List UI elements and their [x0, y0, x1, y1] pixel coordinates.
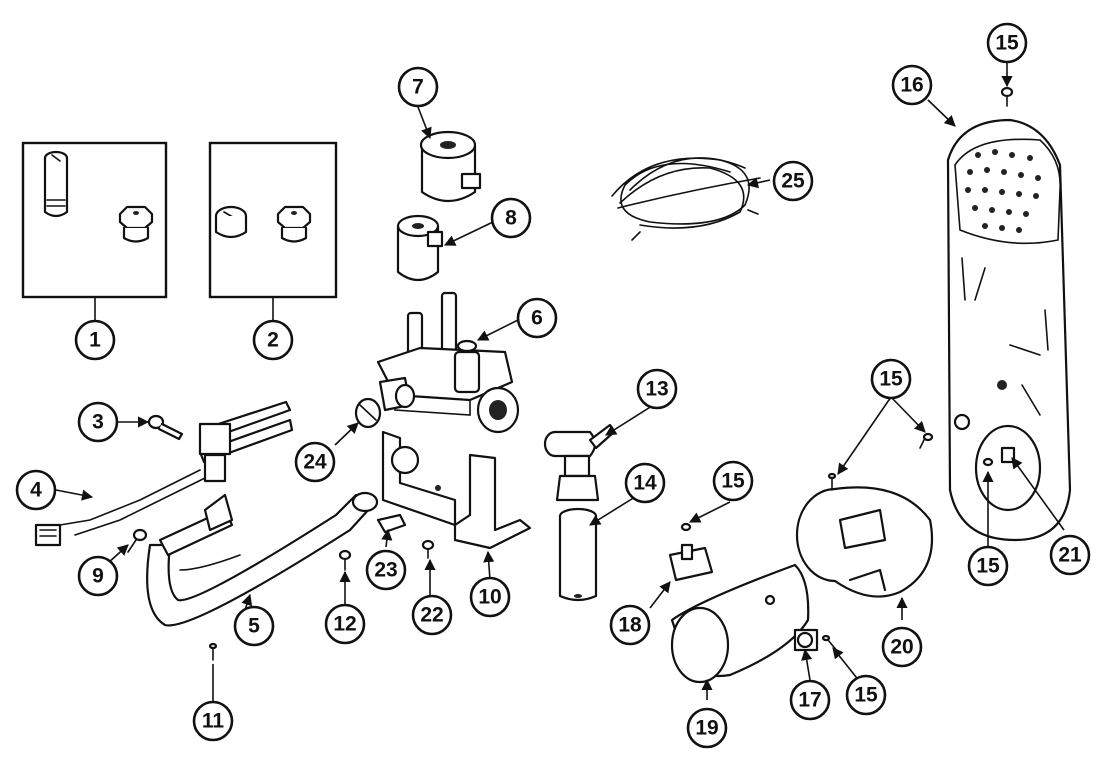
thermal-fuse — [793, 628, 819, 652]
elbow-fitting — [543, 423, 616, 502]
screw-15-top — [1000, 86, 1014, 107]
callout-17-label: 17 — [798, 689, 821, 712]
screw-15-sensor — [680, 522, 692, 532]
callout-1-label: 1 — [89, 329, 101, 352]
callout-10-label: 10 — [478, 586, 501, 609]
combustion-chamber — [670, 563, 810, 684]
callout-25: 25 — [772, 160, 814, 202]
callout-8-label: 8 — [505, 207, 517, 230]
valve-bracket — [381, 430, 532, 550]
callout-15-cone: 15 — [870, 358, 912, 400]
burner-screw — [208, 642, 218, 661]
gas-pipe — [558, 507, 598, 602]
housing-cover-plate — [946, 118, 1072, 542]
callout-13-label: 13 — [645, 378, 668, 401]
orifice-tall-icon — [43, 150, 69, 218]
callout-6: 6 — [516, 297, 558, 339]
callout-18: 18 — [609, 604, 651, 646]
callout-15-fuse: 15 — [845, 674, 887, 716]
retaining-clip — [376, 513, 407, 534]
screw-15-cone — [827, 472, 837, 491]
callout-5: 5 — [233, 605, 275, 647]
orifice-kit-1-box — [21, 141, 168, 299]
callout-11: 11 — [192, 700, 234, 742]
callout-7: 7 — [397, 66, 439, 108]
orifice-hex-icon — [276, 205, 312, 243]
callout-7-label: 7 — [412, 76, 424, 99]
callout-6-label: 6 — [531, 307, 543, 330]
callout-16-label: 16 — [900, 74, 923, 97]
orifice-round-icon — [214, 205, 248, 239]
bracket-screw — [338, 549, 352, 571]
callout-15-fuse-label: 15 — [854, 684, 878, 707]
gas-valve — [376, 291, 520, 434]
callout-15-plate: 15 — [967, 545, 1009, 587]
screw-15-chamber — [919, 432, 934, 449]
callout-4-label: 4 — [30, 479, 42, 502]
callout-16: 16 — [891, 64, 933, 106]
callout-1: 1 — [74, 319, 116, 361]
callout-15-cone-label: 15 — [879, 368, 903, 391]
mounting-screw — [147, 414, 184, 441]
callout-2-label: 2 — [267, 329, 279, 352]
wire-harness — [611, 157, 761, 241]
callout-5-label: 5 — [248, 615, 260, 638]
callout-24: 24 — [294, 441, 336, 483]
callout-12-label: 12 — [333, 613, 356, 636]
callout-15-sensor: 15 — [712, 460, 754, 502]
callout-22: 22 — [411, 594, 453, 636]
callout-24-label: 24 — [303, 451, 327, 474]
callout-20-label: 20 — [890, 636, 913, 659]
callout-25-label: 25 — [781, 170, 805, 193]
callout-22-label: 22 — [420, 604, 443, 627]
callout-15-plate-label: 15 — [976, 555, 1000, 578]
leader-lines — [55, 62, 1065, 702]
valve-screw — [421, 539, 435, 559]
callout-3: 3 — [77, 401, 119, 443]
callout-21: 21 — [1049, 534, 1091, 576]
callout-12: 12 — [324, 603, 366, 645]
solenoid-coil-small — [396, 214, 444, 282]
callout-19: 19 — [686, 707, 728, 749]
orifice-kit-2-box — [208, 141, 338, 299]
screw-15-plate — [982, 457, 994, 467]
callout-18-label: 18 — [618, 614, 642, 637]
burner-cone — [795, 486, 934, 598]
callout-14-label: 14 — [633, 472, 657, 495]
callout-19-label: 19 — [695, 717, 718, 740]
callout-2: 2 — [252, 319, 294, 361]
callout-8: 8 — [490, 197, 532, 239]
callout-15-top-label: 15 — [995, 32, 1019, 55]
callout-20: 20 — [881, 626, 923, 668]
orifice-hex-icon — [118, 205, 154, 243]
callout-14: 14 — [624, 462, 666, 504]
screw-15-fuse — [821, 634, 839, 653]
solenoid-coil-large — [419, 130, 482, 203]
callout-9-label: 9 — [92, 565, 104, 588]
callout-13: 13 — [636, 368, 678, 410]
callout-11-label: 11 — [202, 710, 225, 733]
valve-plug — [354, 397, 382, 429]
callout-23: 23 — [365, 549, 407, 591]
callout-17: 17 — [789, 679, 831, 721]
callout-9: 9 — [77, 555, 119, 597]
igniter-screw — [127, 528, 148, 553]
callout-15-sensor-label: 15 — [721, 470, 745, 493]
vent-holes — [965, 149, 1041, 233]
callout-21-label: 21 — [1058, 544, 1082, 567]
igniter — [34, 400, 294, 547]
callout-10: 10 — [469, 576, 511, 618]
callout-15-top: 15 — [986, 22, 1028, 64]
callout-4: 4 — [15, 469, 57, 511]
flame-sensor — [668, 543, 714, 582]
callout-3-label: 3 — [92, 411, 104, 434]
callout-23-label: 23 — [374, 559, 397, 582]
burner-tube — [146, 491, 379, 627]
